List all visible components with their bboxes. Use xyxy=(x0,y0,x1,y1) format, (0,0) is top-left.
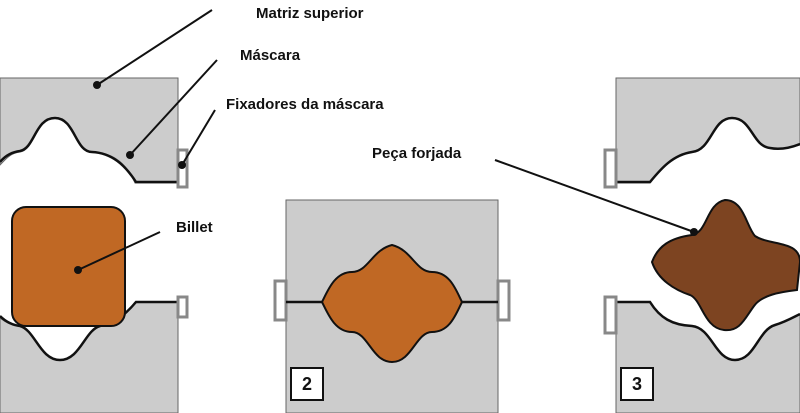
label-billet: Billet xyxy=(176,219,213,236)
leader-billet xyxy=(77,231,161,271)
mask-fastener-2-right xyxy=(496,279,511,322)
mask-fastener-2-left xyxy=(273,279,288,322)
label-mask-fasteners: Fixadores da máscara xyxy=(226,96,384,113)
dot-billet xyxy=(74,266,82,274)
upper-die-3 xyxy=(615,77,800,184)
label-mask: Máscara xyxy=(240,47,301,64)
stage-1 xyxy=(0,77,189,413)
dot-fasteners xyxy=(178,161,186,169)
leader-dots xyxy=(74,81,698,274)
leader-mask xyxy=(129,59,218,156)
leader-forged-part xyxy=(494,159,695,233)
dot-mask xyxy=(126,151,134,159)
dot-forged-part xyxy=(690,228,698,236)
leader-top-die xyxy=(96,9,213,86)
billet xyxy=(11,206,126,327)
mask-line-1 xyxy=(0,116,178,184)
label-top-die: Matriz superior xyxy=(256,5,364,22)
stage-3 xyxy=(603,77,800,413)
dot-top-die xyxy=(93,81,101,89)
forged-part-3 xyxy=(650,198,800,332)
mask-line-3 xyxy=(616,116,800,184)
forged-part-2 xyxy=(320,243,464,364)
label-forged-part: Peça forjada xyxy=(372,145,462,162)
step-3-box: 3 xyxy=(620,367,654,401)
leader-fasteners xyxy=(181,109,216,166)
mask-fastener-3-bottom xyxy=(603,295,618,335)
mask-fastener-1-bottom xyxy=(176,295,189,319)
leader-lines xyxy=(77,9,695,271)
step-2-box: 2 xyxy=(290,367,324,401)
lower-mask-line-3 xyxy=(616,300,800,362)
mask-fastener-3-top xyxy=(603,148,618,189)
